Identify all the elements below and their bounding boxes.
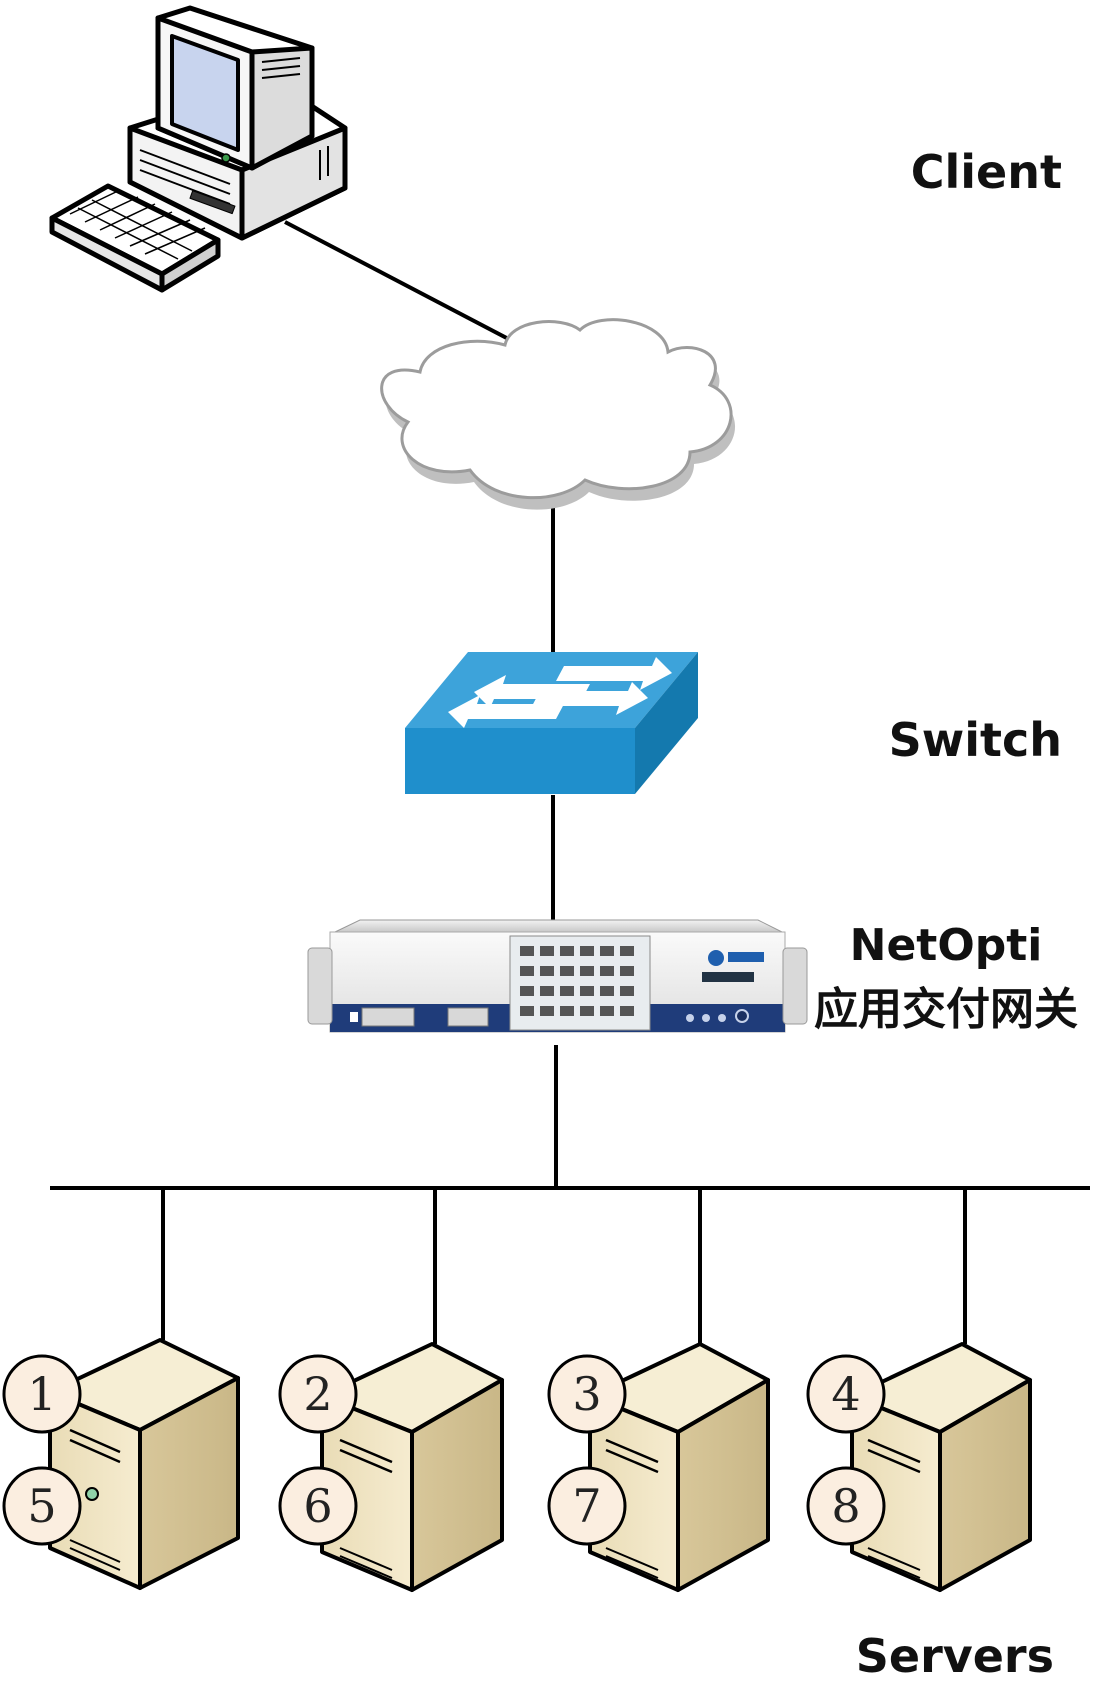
client-cloud-link [284,220,521,347]
server-badges [2,1354,886,1546]
server-badge-numbers: 1 5 2 6 3 7 4 8 [27,1367,860,1533]
server-2-badge-bottom [278,1466,358,1546]
switch-label: Switch [889,713,1062,767]
server-1 [48,1338,240,1590]
server-4-badge-top [806,1354,886,1434]
server-3-badge-top [547,1354,627,1434]
server-2-badge-top [278,1354,358,1434]
gateway-label-name: NetOpti [850,920,1043,971]
client-computer-icon [49,5,348,293]
servers-label: Servers [856,1629,1054,1683]
server-1-number-top: 1 [27,1367,56,1421]
server-4-number-top: 4 [831,1367,860,1421]
server-3-number-bottom: 7 [572,1479,601,1533]
server-4-badge-bottom [806,1466,886,1546]
gateway-label-description: 应用交付网关 [814,984,1078,1035]
internet-cloud-icon [380,318,736,510]
server-3-badge-bottom [547,1466,627,1546]
server-1-number-bottom: 5 [27,1479,56,1533]
server-1-badge-top [2,1354,82,1434]
server-tower-icon [48,1338,240,1590]
server-2-number-bottom: 6 [303,1479,332,1533]
connection-lines [50,220,1090,1344]
server-4-number-bottom: 8 [831,1479,860,1533]
switch-icon [405,652,698,794]
server-tower-icon [850,1342,1032,1592]
server-2-number-top: 2 [303,1367,332,1421]
client-label: Client [911,145,1062,199]
server-4 [850,1342,1032,1592]
server-1-badge-bottom [2,1466,82,1546]
netopti-gateway-device [307,919,808,1033]
server-3-number-top: 3 [572,1367,601,1421]
